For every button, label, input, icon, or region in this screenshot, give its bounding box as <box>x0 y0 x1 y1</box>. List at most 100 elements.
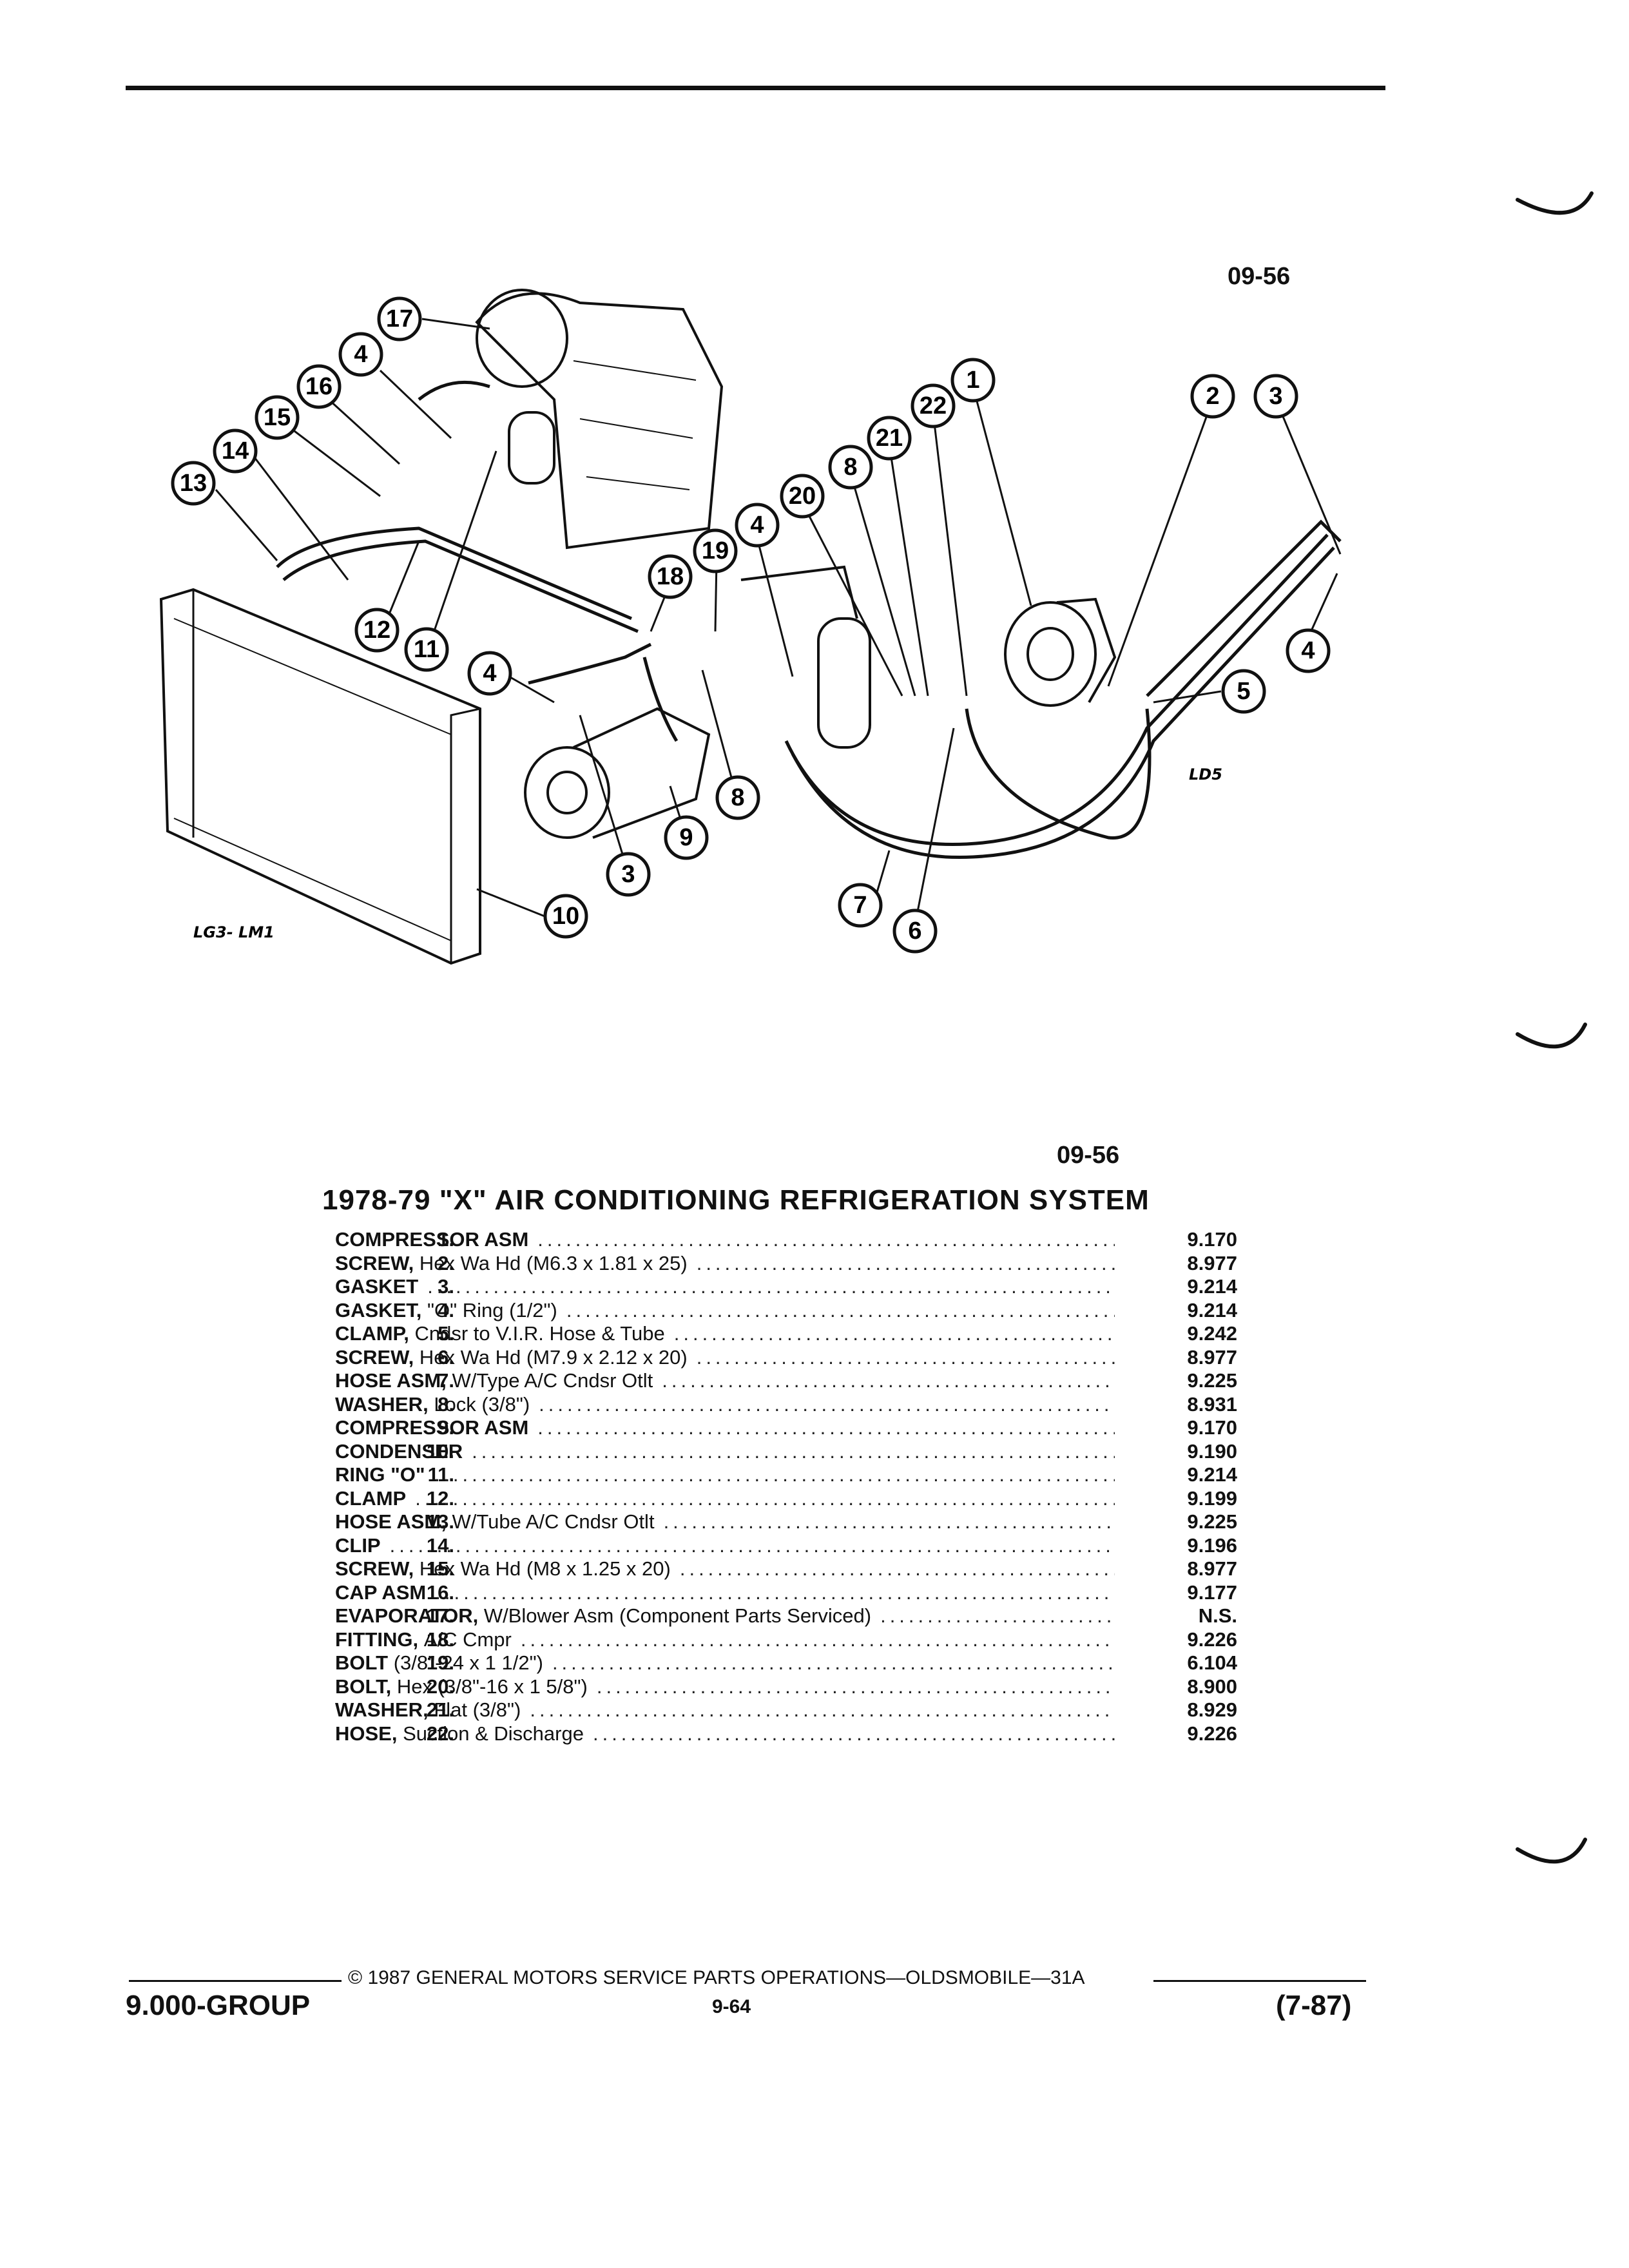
exploded-diagram: LG3- LM1 LD5 17 4 16 15 14 13 12 <box>159 191 1594 1049</box>
parts-row: 20.BOLT, Hex (3/8"-16 x 1 5/8")8.900 <box>213 1675 1244 1699</box>
part-name: CLIP <box>335 1533 381 1557</box>
part-number: 18. <box>426 1628 454 1651</box>
part-name: EVAPORATOR, <box>335 1604 479 1627</box>
svg-text:18: 18 <box>657 563 684 590</box>
part-name: BOLT, <box>335 1675 392 1698</box>
dot-leader <box>880 1604 1115 1628</box>
part-description: HOSE ASM, W/Tube A/C Cndsr Otlt <box>335 1510 1115 1533</box>
callout-7: 7 <box>838 883 883 928</box>
callout-22: 22 <box>911 383 956 428</box>
parts-row: 3.GASKET9.214 <box>213 1275 1244 1299</box>
part-number: 20. <box>426 1675 454 1698</box>
svg-text:14: 14 <box>222 437 249 465</box>
part-name: HOSE ASM, <box>335 1369 447 1392</box>
part-name: GASKET <box>335 1275 419 1298</box>
callout-5: 5 <box>1221 669 1266 714</box>
group-code: 9.226 <box>1187 1722 1237 1745</box>
part-name: COMPRESSOR ASM <box>335 1228 529 1251</box>
callout-13: 13 <box>171 461 216 506</box>
condenser-drawing <box>159 588 481 965</box>
parts-row: 18.FITTING, A/C Cmpr9.226 <box>213 1628 1244 1652</box>
part-number: 9. <box>438 1416 454 1439</box>
callout-3: 3 <box>606 852 651 897</box>
callout-1: 1 <box>950 358 996 403</box>
svg-text:3: 3 <box>1269 383 1282 410</box>
callout-10: 10 <box>543 894 588 939</box>
parts-row: 5.CLAMP, Cndsr to V.I.R. Hose & Tube9.24… <box>213 1322 1244 1346</box>
dot-leader <box>521 1628 1115 1651</box>
parts-row: 1.COMPRESSOR ASM9.170 <box>213 1228 1244 1252</box>
part-number: 21. <box>426 1698 454 1721</box>
part-description: CLIP <box>335 1534 1115 1557</box>
callout-4d: 4 <box>1286 628 1331 673</box>
callout-19: 19 <box>693 528 738 573</box>
part-description: RING "O" <box>335 1463 1115 1486</box>
dot-leader <box>537 1416 1115 1439</box>
part-description: COMPRESSOR ASM <box>335 1416 1115 1439</box>
group-code: 8.977 <box>1187 1345 1237 1369</box>
group-label: 9.000-GROUP <box>126 1990 311 2021</box>
svg-text:2: 2 <box>1206 383 1219 410</box>
callout-20: 20 <box>780 474 825 519</box>
svg-text:16: 16 <box>305 373 333 400</box>
part-name: CLAMP <box>335 1486 407 1510</box>
svg-text:4: 4 <box>483 660 496 687</box>
callout-8: 8 <box>715 775 760 820</box>
part-spec: Hex Wa Hd (M8 x 1.25 x 20) <box>419 1557 671 1580</box>
part-number: 22. <box>426 1722 454 1745</box>
part-name: SCREW, <box>335 1557 414 1580</box>
top-rule <box>126 86 1385 90</box>
group-code: 9.225 <box>1187 1369 1237 1392</box>
part-description: EVAPORATOR, W/Blower Asm (Component Part… <box>335 1604 1115 1628</box>
dot-leader <box>530 1698 1115 1722</box>
parts-row: 7.HOSE ASM, W/Type A/C Cndsr Otlt9.225 <box>213 1369 1244 1393</box>
part-name: HOSE ASM, <box>335 1510 447 1533</box>
compressor-ld5-drawing <box>1004 597 1117 707</box>
part-number: 15. <box>426 1557 454 1580</box>
revision-date: (7-87) <box>1276 1990 1352 2021</box>
callout-18: 18 <box>648 554 693 599</box>
binding-mark-1 <box>1516 191 1594 215</box>
dot-leader <box>680 1557 1115 1581</box>
callout-3b: 3 <box>1253 374 1298 419</box>
callout-16: 16 <box>296 364 342 409</box>
dot-leader <box>472 1440 1115 1463</box>
svg-text:13: 13 <box>180 470 207 497</box>
part-spec: Hex Wa Hd (M6.3 x 1.81 x 25) <box>419 1251 688 1274</box>
part-spec: Suction & Discharge <box>403 1722 584 1745</box>
group-code: 9.214 <box>1187 1463 1237 1486</box>
binding-mark-2 <box>1516 1023 1587 1049</box>
part-number: 13. <box>426 1510 454 1533</box>
part-spec: W/Tube A/C Cndsr Otlt <box>452 1510 655 1533</box>
svg-text:10: 10 <box>552 903 579 930</box>
part-description: WASHER, Flat (3/8") <box>335 1698 1115 1722</box>
part-name: WASHER, <box>335 1392 429 1416</box>
evaporator-drawing <box>475 289 724 550</box>
dot-leader <box>539 1393 1115 1416</box>
callout-4b: 4 <box>467 651 512 696</box>
copyright-line: © 1987 GENERAL MOTORS SERVICE PARTS OPER… <box>348 1967 1085 1988</box>
callout-15: 15 <box>255 395 300 440</box>
dot-leader <box>434 1463 1115 1486</box>
group-code: 9.214 <box>1187 1298 1237 1321</box>
parts-row: 11.RING "O"9.214 <box>213 1463 1244 1487</box>
dot-leader <box>390 1534 1115 1557</box>
dot-leader <box>427 1275 1115 1298</box>
part-spec: Cndsr to V.I.R. Hose & Tube <box>414 1322 665 1345</box>
dot-leader <box>593 1722 1115 1745</box>
part-name: WASHER, <box>335 1698 429 1721</box>
part-number: 10. <box>426 1439 454 1463</box>
group-code: 9.177 <box>1187 1581 1237 1604</box>
footer-rule-right <box>1153 1980 1366 1982</box>
part-spec: "O" Ring (1/2") <box>427 1298 557 1321</box>
part-name: CLAMP, <box>335 1322 409 1345</box>
svg-text:11: 11 <box>414 636 439 663</box>
svg-text:21: 21 <box>876 425 903 452</box>
part-number: 19. <box>426 1651 454 1674</box>
part-name: GASKET, <box>335 1298 422 1321</box>
part-spec: (3/8"-24 x 1 1/2") <box>393 1651 543 1674</box>
part-description: HOSE ASM, W/Type A/C Cndsr Otlt <box>335 1369 1115 1392</box>
part-spec: W/Type A/C Cndsr Otlt <box>452 1369 653 1392</box>
svg-text:5: 5 <box>1237 678 1250 705</box>
part-name: RING "O" <box>335 1463 425 1486</box>
